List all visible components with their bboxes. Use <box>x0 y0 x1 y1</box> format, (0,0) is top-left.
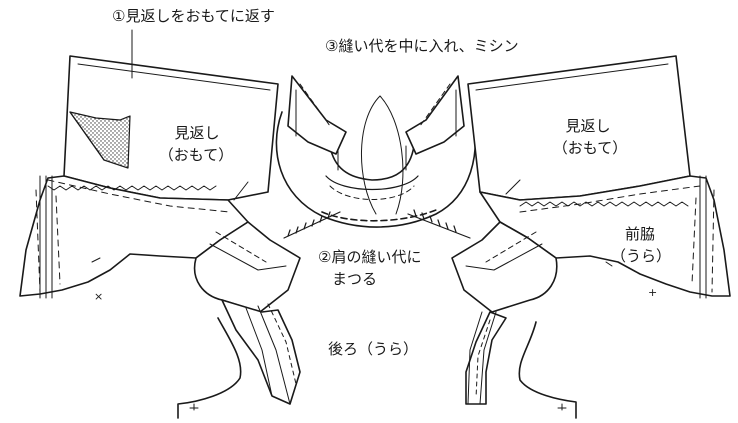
left-back-seam-strip <box>221 299 301 405</box>
left-body-piece: × <box>19 175 249 303</box>
leader-lines <box>131 29 521 201</box>
left-facing-label-line2: （おもて） <box>158 146 234 164</box>
left-facing-label-line1: 見返し <box>174 124 220 142</box>
step2-label-line1: ②肩の縫い代に <box>316 248 424 267</box>
right-facing-label-line2: （おもて） <box>552 139 628 157</box>
right-body-piece: + <box>479 175 731 299</box>
neck-detail <box>275 75 477 239</box>
back-label: 後ろ（うら） <box>328 340 419 358</box>
front-side-label-line1: 前脇 <box>624 225 655 243</box>
front-side-label-line2: （うら） <box>610 247 671 265</box>
left-shoulder-fold <box>193 221 301 313</box>
step1-label: ①見返しをおもてに返す <box>112 7 275 25</box>
svg-text:×: × <box>94 290 103 303</box>
back-piece-right-outline <box>518 321 577 419</box>
back-piece-left-outline <box>177 317 242 419</box>
svg-text:+: + <box>648 286 657 299</box>
left-facing-panel <box>63 55 279 201</box>
step3-label: ③縫い代を中に入れ、ミシン <box>323 37 521 56</box>
right-shoulder-fold <box>451 221 558 313</box>
step2-label-line2: まつる <box>330 270 380 289</box>
right-facing-label-line1: 見返し <box>565 117 611 135</box>
right-back-seam-strip <box>465 311 507 405</box>
